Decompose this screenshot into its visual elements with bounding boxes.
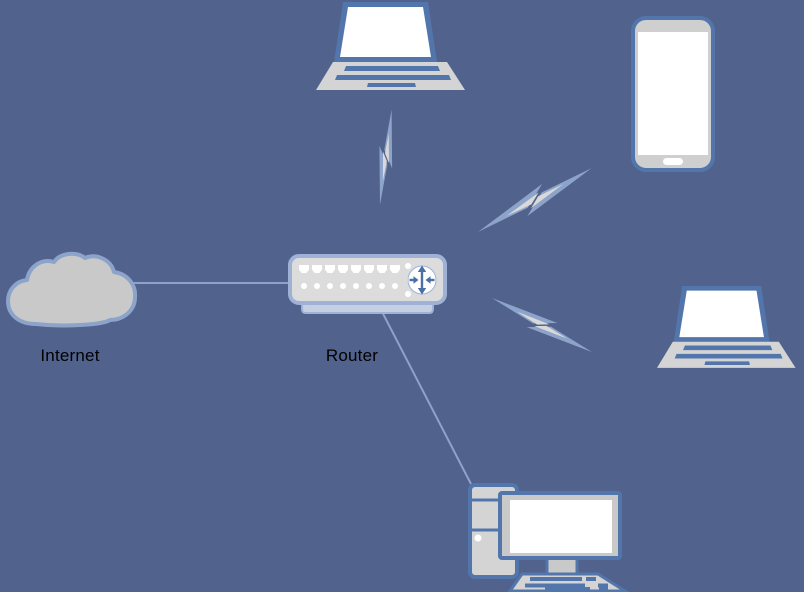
bolt-highlight <box>382 151 387 182</box>
laptop-right-icon <box>657 286 796 368</box>
wireless-bolt-top-laptop-icon <box>379 109 393 205</box>
router-leds <box>301 283 398 289</box>
router-crossed-arrows-icon <box>407 265 437 295</box>
laptop-top-icon <box>316 2 465 90</box>
bolt-highlight <box>385 133 389 163</box>
bolt-arm <box>379 145 388 205</box>
wireless-bolt-smartphone-icon <box>477 168 592 232</box>
desktop-pc-icon <box>468 483 630 592</box>
router-icon <box>288 254 447 314</box>
cloud-shape <box>6 251 138 328</box>
bolt-highlight <box>517 311 550 325</box>
monitor-screen <box>510 500 612 553</box>
pc-power-led <box>474 534 482 542</box>
laptop-key-row <box>683 345 773 351</box>
laptop-key-row <box>344 66 440 71</box>
laptop-key-row <box>674 353 783 359</box>
phone-home-button <box>663 158 683 165</box>
router-label: Router <box>325 346 379 365</box>
laptop-key-row <box>335 75 451 80</box>
wireless-bolt-right-laptop-icon <box>491 298 593 353</box>
smartphone-icon <box>631 16 715 172</box>
router-ports <box>299 265 400 273</box>
internet-cloud-icon <box>6 251 138 328</box>
monitor-stand <box>545 556 579 576</box>
laptop-touchpad <box>367 83 416 87</box>
laptop-screen <box>340 7 431 57</box>
laptop-screen <box>679 290 764 338</box>
router-pc-link <box>377 303 472 485</box>
phone-screen <box>638 32 708 155</box>
bolt-arm <box>384 109 393 169</box>
bolt-highlight <box>534 325 568 339</box>
keyboard-key-rows <box>525 577 608 591</box>
router-base <box>301 302 434 314</box>
laptop-touchpad <box>704 361 750 366</box>
bolt-highlight <box>531 184 564 209</box>
bolt-arm <box>491 298 558 324</box>
internet-label: Internet <box>40 346 100 365</box>
bolt-arm <box>526 326 593 353</box>
